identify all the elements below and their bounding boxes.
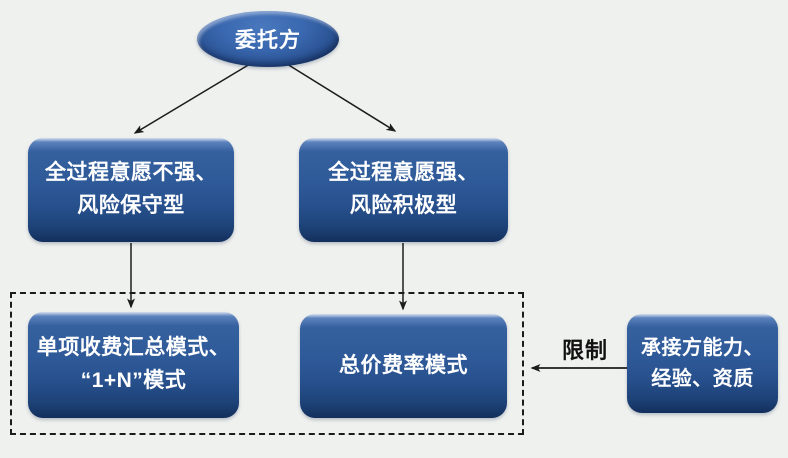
node-aggressive-line2: 风险积极型 bbox=[349, 194, 458, 217]
node-conservative-type: 全过程意愿不强、 风险保守型 bbox=[28, 138, 234, 242]
node-client-label: 委托方 bbox=[235, 29, 301, 52]
arrow-client-to-conservative bbox=[133, 63, 251, 134]
node-contractor: 承接方能力、 经验、资质 bbox=[627, 314, 778, 413]
node-itemized-line1: 单项收费汇总模式、 bbox=[36, 336, 231, 360]
node-conservative-line1: 全过程意愿不强、 bbox=[45, 161, 217, 185]
node-contractor-line1: 承接方能力、 bbox=[641, 336, 764, 359]
fee-mode-dashed-region bbox=[10, 292, 524, 435]
node-aggressive-type: 全过程意愿强、 风险积极型 bbox=[299, 138, 508, 242]
node-lump-sum-mode: 总价费率模式 bbox=[300, 314, 507, 418]
node-lump-sum-label: 总价费率模式 bbox=[339, 353, 468, 377]
node-conservative-line2: 风险保守型 bbox=[77, 194, 185, 217]
arrow-client-to-aggressive bbox=[286, 63, 397, 132]
node-contractor-line2: 经验、资质 bbox=[651, 367, 754, 390]
restriction-edge-label: 限制 bbox=[561, 338, 608, 363]
node-client: 委托方 bbox=[197, 11, 339, 67]
node-itemized-line2: “1+N”模式 bbox=[80, 369, 187, 392]
node-aggressive-line1: 全过程意愿强、 bbox=[328, 161, 479, 185]
node-itemized-mode: 单项收费汇总模式、 “1+N”模式 bbox=[28, 312, 239, 418]
